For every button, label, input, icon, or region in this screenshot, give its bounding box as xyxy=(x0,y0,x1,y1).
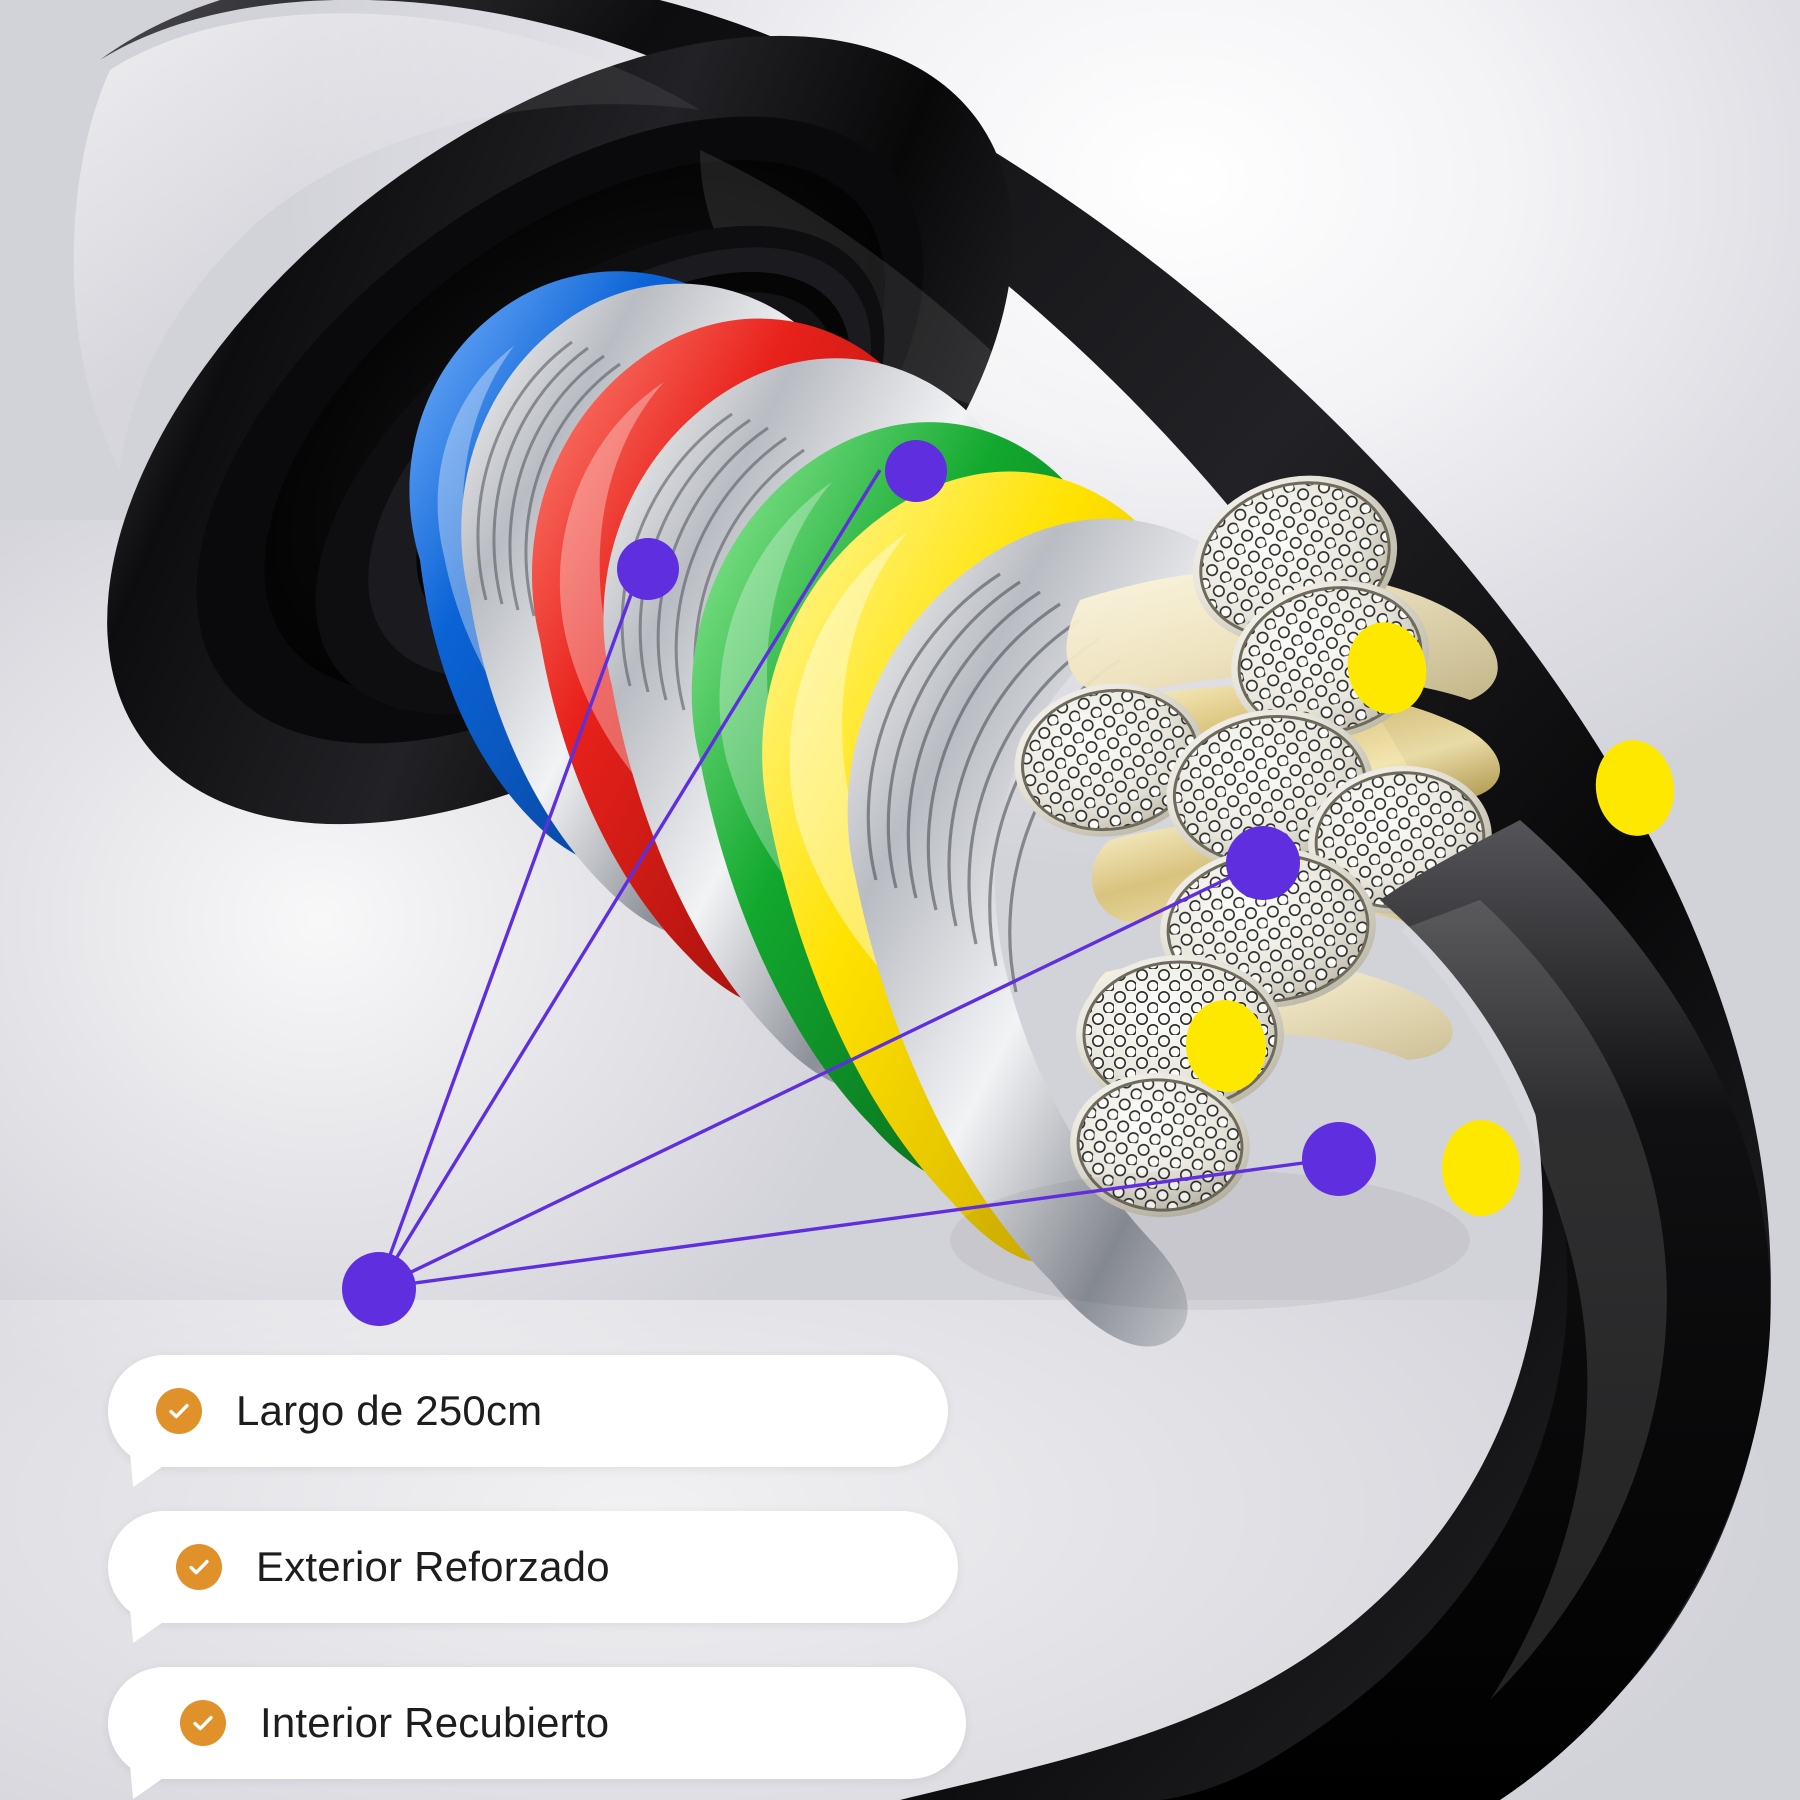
annotation-node-braid-upper[interactable] xyxy=(1226,826,1300,900)
annotation-node-red-core[interactable] xyxy=(617,538,679,600)
annotation-leader-lines xyxy=(376,469,1341,1290)
feature-label: Exterior Reforzado xyxy=(256,1543,610,1590)
feature-label: Interior Recubierto xyxy=(260,1699,610,1746)
feature-callout-item: Exterior Reforzado xyxy=(108,1511,958,1623)
feature-label: Largo de 250cm xyxy=(236,1387,543,1434)
feature-callout-item: Largo de 250cm xyxy=(108,1355,948,1467)
feature-callout-list: Largo de 250cm Exterior Reforzado Interi… xyxy=(108,1355,966,1800)
check-circle-icon xyxy=(176,1544,222,1590)
annotation-node-green-core[interactable] xyxy=(885,440,947,502)
feature-callout-item: Interior Recubierto xyxy=(108,1667,966,1779)
annotation-hub-node[interactable] xyxy=(342,1252,416,1326)
check-circle-icon xyxy=(180,1700,226,1746)
check-circle-icon xyxy=(156,1388,202,1434)
annotation-node-braid-lower[interactable] xyxy=(1302,1122,1376,1196)
strand-marker-4 xyxy=(1442,1120,1520,1216)
